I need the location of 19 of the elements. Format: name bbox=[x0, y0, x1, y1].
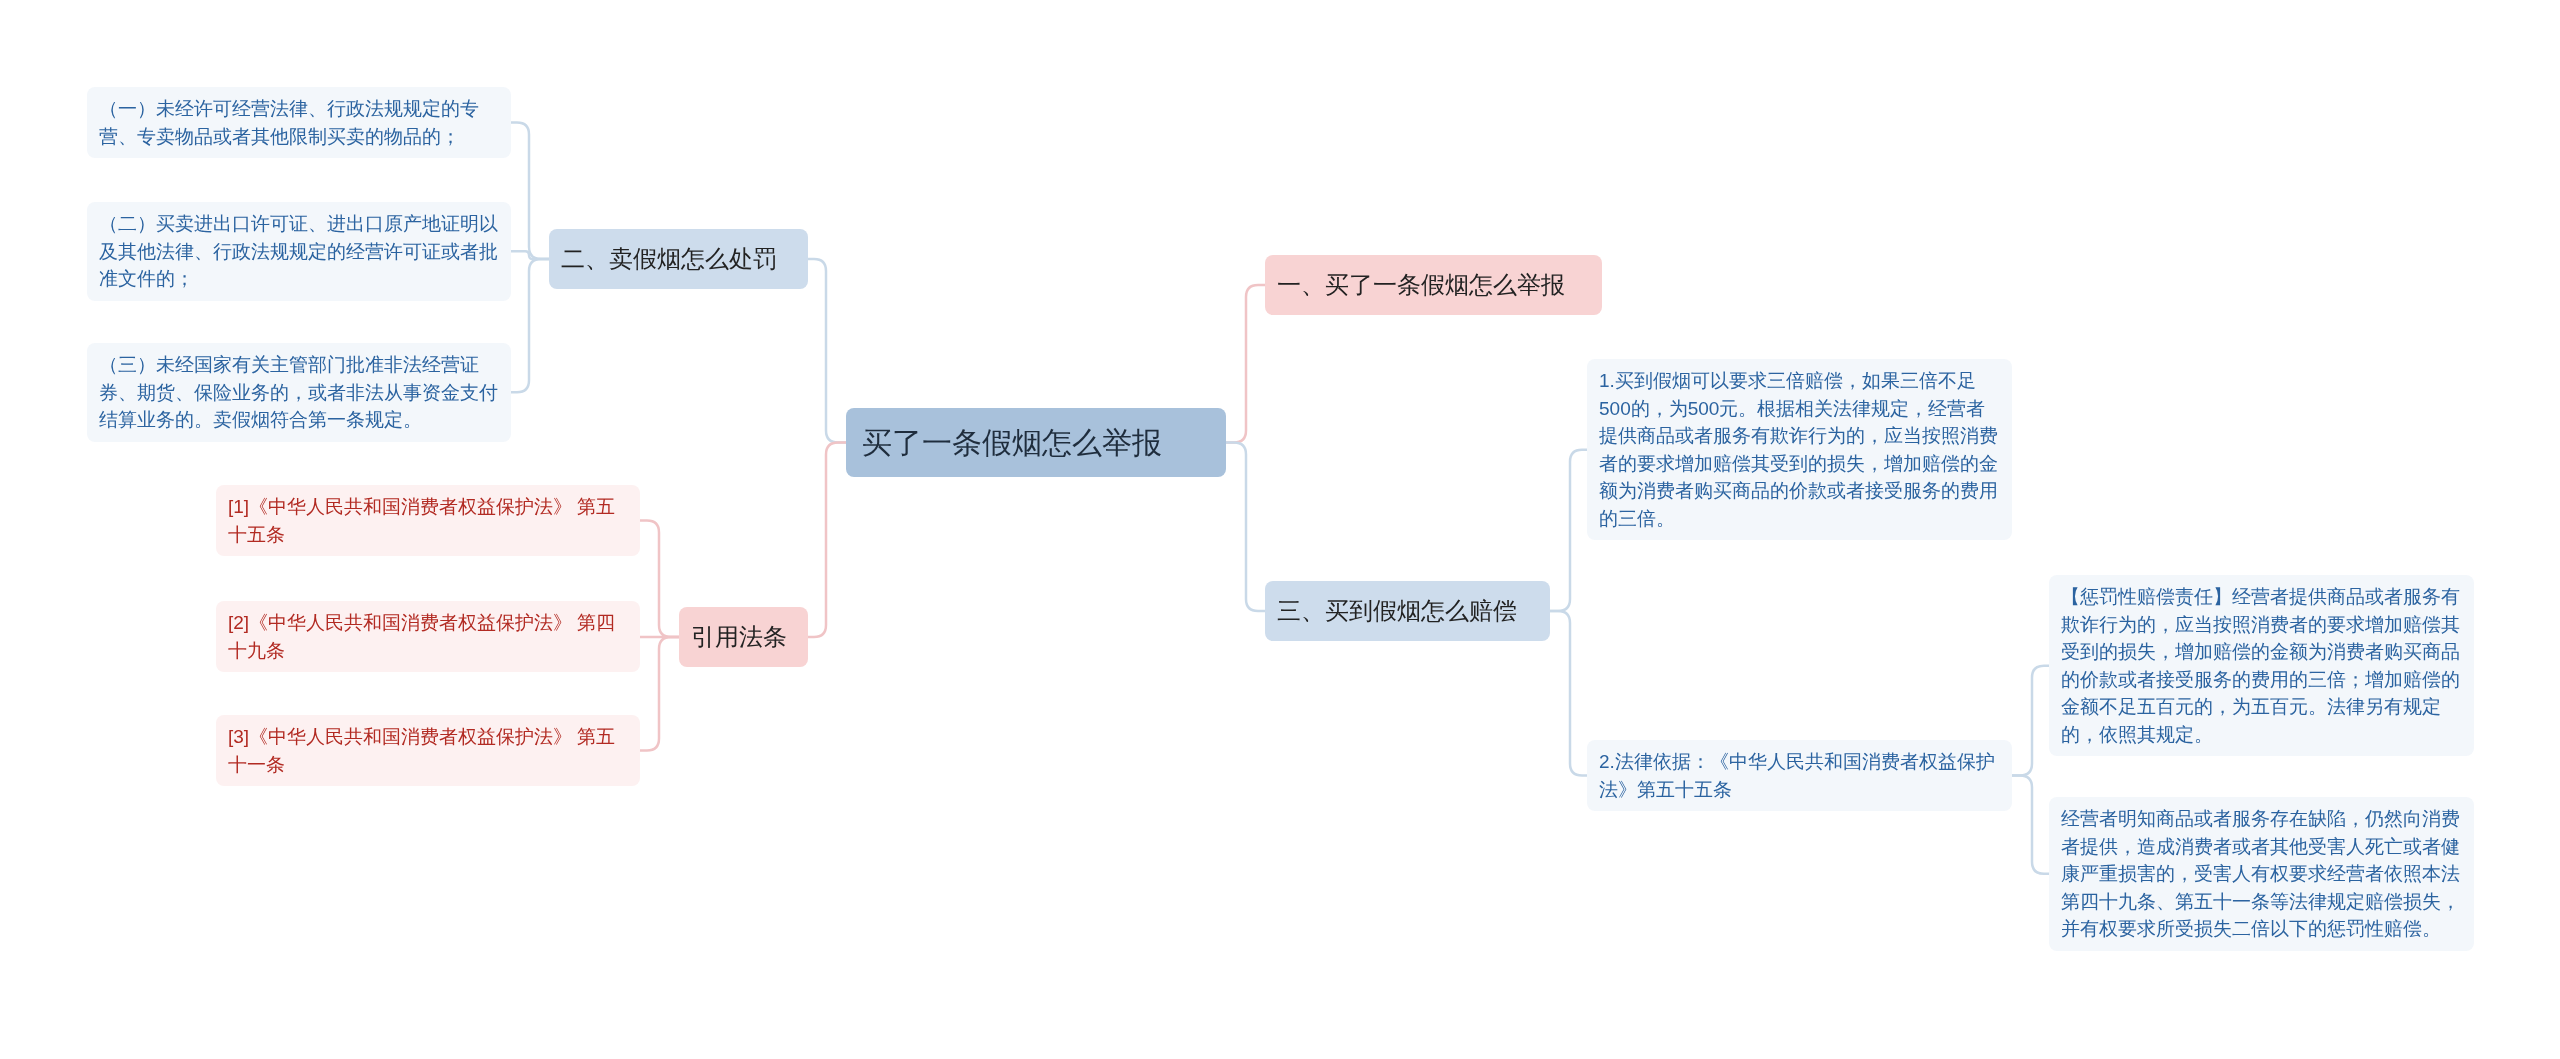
central-topic: 买了一条假烟怎么举报 bbox=[846, 408, 1226, 477]
subtopic-text: （三）未经国家有关主管部门批准非法经营证券、期货、保险业务的，或者非法从事资金支付结算业务的。卖假烟符合第一条规定。 bbox=[87, 343, 511, 442]
main-topic: 二、卖假烟怎么处罚 bbox=[549, 229, 808, 289]
subtopic-text: [2]《中华人民共和国消费者权益保护法》 第四十九条 bbox=[216, 601, 640, 673]
subtopic-text: （二）买卖进出口许可证、进出口原产地证明以及其他法律、行政法规规定的经营许可证或者批准文件的； bbox=[87, 202, 511, 301]
subtopic-text: （一）未经许可经营法律、行政法规规定的专营、专卖物品或者其他限制买卖的物品的； bbox=[87, 87, 511, 159]
subtopic-text: 经营者明知商品或者服务存在缺陷，仍然向消费者提供，造成消费者或者其他受害人死亡或者健康严重损害的，受害人有权要求经营者依照本法第四十九条、第五十一条等法律规定赔偿损失，并有权要求所受损失二倍以下的惩罚性赔偿。 bbox=[2049, 797, 2474, 951]
connector-line bbox=[1226, 441, 1265, 613]
subtopic-text: 【惩罚性赔偿责任】经营者提供商品或者服务有欺诈行为的，应当按照消费者的要求增加赔偿其受到的损失，增加赔偿的金额为消费者购买商品的价款或者接受服务的费用的三倍；增加赔偿的金额不足五百元的，为五百元。法律另有规定的，依照其规定。 bbox=[2049, 575, 2474, 757]
main-topic: 引用法条 bbox=[679, 607, 808, 667]
subtopic-text: 2.法律依据：《中华人民共和国消费者权益保护法》第五十五条 bbox=[1587, 740, 2012, 812]
connector-line bbox=[511, 257, 549, 394]
connector-line bbox=[808, 441, 846, 639]
subtopic-text: [3]《中华人民共和国消费者权益保护法》 第五十一条 bbox=[216, 715, 640, 787]
subtopic-text: [1]《中华人民共和国消费者权益保护法》 第五十五条 bbox=[216, 485, 640, 557]
main-topic: 三、买到假烟怎么赔偿 bbox=[1265, 581, 1550, 641]
main-topic: 一、买了一条假烟怎么举报 bbox=[1265, 255, 1602, 315]
subtopic-text: 1.买到假烟可以要求三倍赔偿，如果三倍不足500的，为500元。根据相关法律规定，经营者提供商品或者服务有欺诈行为的，应当按照消费者的要求增加赔偿其受到的损失，增加赔偿的金额为消费者购买商品的价款或者接受服务的费用的三倍。 bbox=[1587, 359, 2012, 541]
connector-line bbox=[640, 635, 679, 752]
